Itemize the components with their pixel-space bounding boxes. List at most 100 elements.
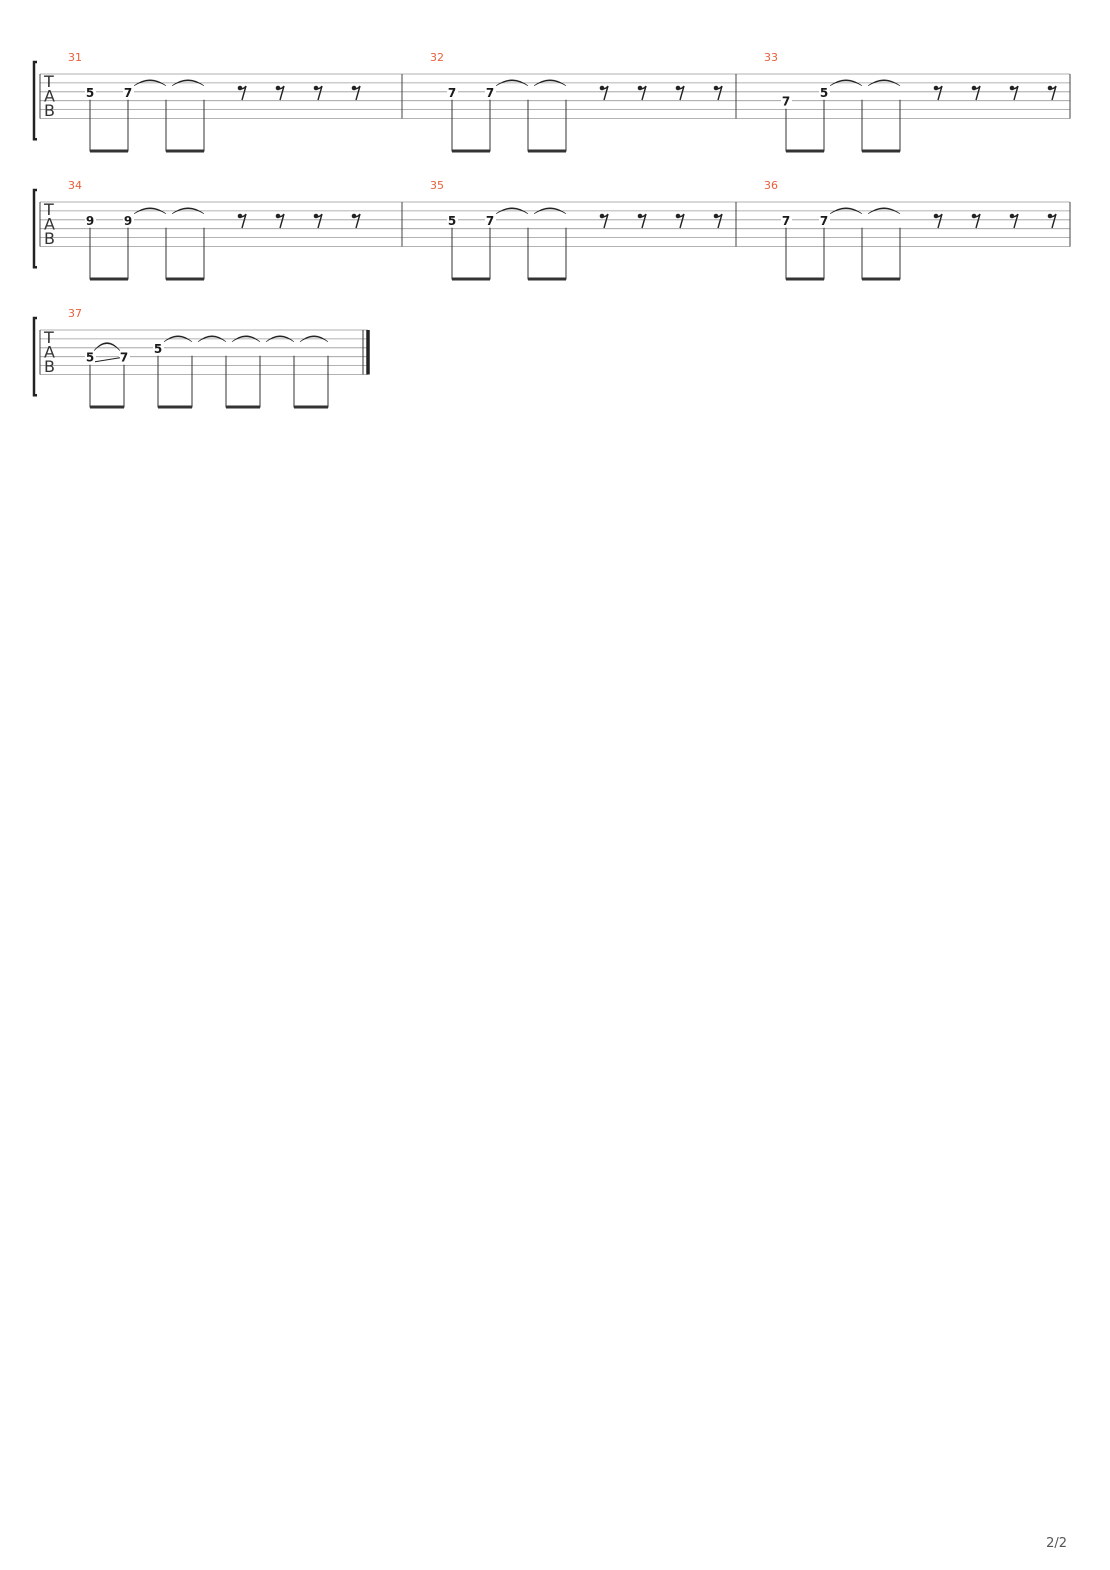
beam [90,149,128,153]
beam [528,277,566,281]
system-bracket [32,60,37,141]
fret-bg [781,213,792,226]
beam [90,405,124,409]
tie [533,207,567,215]
tab-system: TAB 34 9 9 35 5 7 36 7 7 [32,179,1071,281]
beam [90,277,128,281]
fret-number: 9 [86,214,94,228]
fret-number: 5 [154,342,162,356]
tie [829,207,863,215]
measure-number: 34 [68,179,82,192]
eighth-rest [315,85,323,101]
fret-bg [123,85,134,98]
tie [171,79,205,87]
tie [265,335,295,343]
eighth-rest [639,85,647,101]
fret-number: 7 [120,351,128,365]
tie [829,79,863,87]
tie [495,207,529,215]
eighth-rest [601,213,609,229]
beam [166,277,204,281]
beam [452,277,490,281]
tie [197,335,227,343]
eighth-rest [1049,213,1057,229]
slide-line [94,357,121,363]
eighth-rest [715,85,723,101]
eighth-rest [715,213,723,229]
fret-number: 9 [124,214,132,228]
beam [786,277,824,281]
beam [226,405,260,409]
fret-number: 7 [782,214,790,228]
fret-bg [485,85,496,98]
fret-number: 5 [86,351,94,365]
tie [533,79,567,87]
tie [133,79,167,87]
eighth-rest [1011,213,1019,229]
fret-bg [485,213,496,226]
beam [862,149,900,153]
tab-clef-letter: T [43,200,54,219]
eighth-rest [973,213,981,229]
measure-number: 35 [430,179,444,192]
measure-number: 36 [764,179,778,192]
fret-bg [781,94,792,107]
tie [163,335,193,343]
eighth-rest [677,213,685,229]
fret-number: 7 [820,214,828,228]
beam [158,405,192,409]
beam [452,149,490,153]
tab-clef-letter: A [44,343,55,362]
eighth-rest [973,85,981,101]
tie [299,335,329,343]
tab-clef-letter: T [43,72,54,91]
tie [171,207,205,215]
beam [528,149,566,153]
fret-bg [123,213,134,226]
fret-bg [85,85,96,98]
system-bracket [32,316,37,397]
fret-bg [153,341,164,354]
fret-number: 7 [782,95,790,109]
fret-bg [447,213,458,226]
tab-clef-letter: B [44,101,55,120]
eighth-rest [1049,85,1057,101]
eighth-rest [935,213,943,229]
fret-bg [819,85,830,98]
eighth-rest [601,85,609,101]
eighth-rest [239,85,247,101]
fret-bg [819,213,830,226]
fret-number: 5 [86,86,94,100]
tab-system: TAB 37 5 7 5 [32,307,370,409]
eighth-rest [277,85,285,101]
fret-number: 7 [486,86,494,100]
beam [786,149,824,153]
measure-number: 32 [430,51,444,64]
eighth-rest [353,85,361,101]
tie [867,207,901,215]
eighth-rest [639,213,647,229]
eighth-rest [935,85,943,101]
fret-number: 7 [486,214,494,228]
eighth-rest [239,213,247,229]
tab-clef-letter: A [44,215,55,234]
eighth-rest [277,213,285,229]
beam [166,149,204,153]
tab-clef-letter: B [44,357,55,376]
eighth-rest [1011,85,1019,101]
tie [495,79,529,87]
measure-number: 37 [68,307,82,320]
fret-bg [85,213,96,226]
eighth-rest [353,213,361,229]
fret-bg [119,350,130,363]
fret-bg [85,350,96,363]
tab-clef-letter: T [43,328,54,347]
hammer-on-arc [93,342,121,351]
tie [867,79,901,87]
fret-number: 5 [448,214,456,228]
beam [862,277,900,281]
eighth-rest [315,213,323,229]
tab-clef-letter: B [44,229,55,248]
